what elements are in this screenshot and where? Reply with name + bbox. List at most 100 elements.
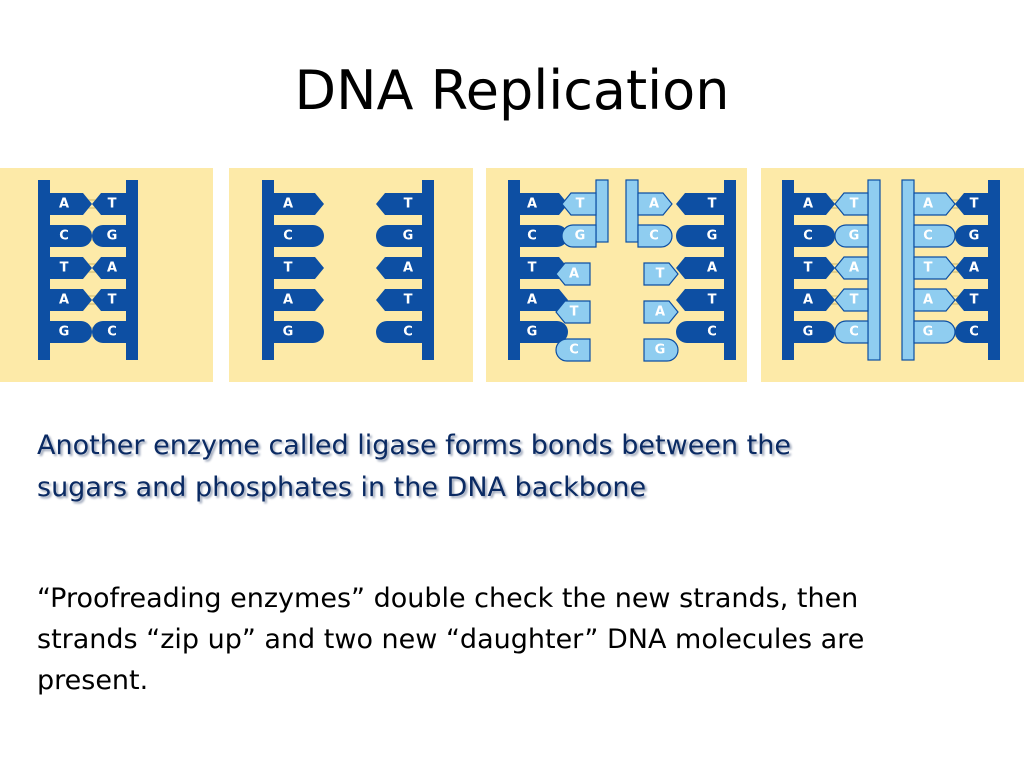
- panel-2-left-base: [274, 289, 324, 311]
- panel-3-right-base-letter: T: [708, 197, 717, 212]
- panel-3-left-base: [520, 289, 568, 311]
- panel-3-right-base: [676, 225, 724, 247]
- panel-4-molecule-1-right-base-letter: G: [849, 229, 860, 244]
- panel-1-left-base: [50, 225, 92, 247]
- panel-1-right-base: [92, 321, 126, 343]
- panel-4-molecule-2-left-base-letter: C: [923, 229, 933, 244]
- panel-3-right-base-letter: G: [707, 229, 718, 244]
- panel-3-left-base: [520, 193, 568, 215]
- panel-3-right-base-letter: A: [707, 261, 717, 276]
- panel-3-new-right-nucleotide-letter: T: [656, 267, 665, 282]
- panel-4-molecule-2-right-base: [955, 225, 988, 247]
- slide-title: DNA Replication: [294, 59, 730, 122]
- panel-3-new-left-nucleotide: [555, 262, 591, 286]
- panel-4-molecule-2-left-base-letter: G: [923, 325, 934, 340]
- panel-4-molecule-1-left-base-letter: G: [803, 325, 814, 340]
- panel-3-left-base-letter: C: [527, 229, 537, 244]
- panel-3-left-backbone: [508, 180, 520, 360]
- panel-1-right-base: [92, 193, 126, 215]
- panel-4-molecule-2-right-base: [955, 257, 988, 279]
- panel-3-left-base: [520, 225, 568, 247]
- panel-4-molecule-2-left-base: [913, 192, 956, 216]
- panel-4-molecule-1-left-base-letter: C: [803, 229, 813, 244]
- panel-2-right-base: [376, 193, 422, 215]
- panel-3-left-base-letter: A: [527, 197, 537, 212]
- panel-4-molecule-1-right-backbone: [867, 179, 881, 361]
- panel-3-new-right-nucleotide: [637, 192, 673, 216]
- panel-4-molecule-1-left-base: [794, 225, 835, 247]
- panel-3-new-left-nucleotide-letter: T: [570, 305, 579, 320]
- panel-1-right-base-letter: A: [107, 261, 117, 276]
- panel-4-molecule-2-right-base-letter: C: [969, 325, 979, 340]
- panel-3-new-right-nucleotide-letter: G: [655, 343, 666, 358]
- panel-4-molecule-1-left-base: [794, 289, 835, 311]
- panel-1-right-base: [92, 289, 126, 311]
- dna-replication-figure: A T C G T A A T G C A T C G T A A T G C A T T A C G G C T A A T A T T A G C C G…: [0, 168, 1024, 382]
- panel-3-new-right-nucleotide-letter: A: [649, 197, 659, 212]
- panel-4-molecule-2-left-base-letter: T: [924, 261, 933, 276]
- panel-4-molecule-1-left-base-letter: T: [804, 261, 813, 276]
- panel-1-right-base-letter: T: [108, 197, 117, 212]
- panel-4-molecule-2-right-base: [955, 193, 988, 215]
- panel-1-left-base: [50, 289, 92, 311]
- panel-4-molecule-1-left-backbone: [782, 180, 794, 360]
- panel-2-right-base-letter: T: [404, 293, 413, 308]
- panel-4-molecule-1-left-base-letter: A: [803, 197, 813, 212]
- panel-3-new-left-nucleotide-letter: C: [569, 343, 579, 358]
- panel-1-left-base-letter: T: [60, 261, 69, 276]
- panel-3-new-left-backbone: [595, 179, 609, 243]
- panel-2-right-backbone: [422, 180, 434, 360]
- panel-4-molecule-2-left-base: [913, 288, 956, 312]
- panel-4-molecule-2-left-base-letter: A: [923, 293, 933, 308]
- panel-3-right-backbone: [724, 180, 736, 360]
- panel-2-right-base: [376, 257, 422, 279]
- panel-3-right-base: [676, 321, 724, 343]
- panel-1-right-base-letter: T: [108, 293, 117, 308]
- panel-1-right-base: [92, 257, 126, 279]
- panel-1-right-base-letter: C: [107, 325, 117, 340]
- panel-4-molecule-2-right-base-letter: A: [969, 261, 979, 276]
- panel-3-new-left-nucleotide: [555, 338, 591, 362]
- panel-3-right-base: [676, 289, 724, 311]
- panel-2-left-base-letter: C: [283, 229, 293, 244]
- panel-3-right-base: [676, 193, 724, 215]
- panel-3-new-left-nucleotide-letter: G: [575, 229, 586, 244]
- panel-4-molecule-2-right-backbone: [988, 180, 1000, 360]
- panel-4-molecule-1-right-base-letter: T: [850, 197, 859, 212]
- panel-3-right-base-letter: C: [707, 325, 717, 340]
- panel-4-molecule-2-right-base-letter: T: [970, 197, 979, 212]
- panel-4-molecule-1-right-base: [834, 192, 869, 216]
- panel-3-left-base: [520, 321, 568, 343]
- panel-2-left-base-letter: A: [283, 293, 293, 308]
- panel-3-new-left-nucleotide: [561, 192, 597, 216]
- panel-4-molecule-1-left-base: [794, 193, 835, 215]
- panel-2-left-backbone: [262, 180, 274, 360]
- panel-4-molecule-1-left-base: [794, 321, 835, 343]
- panel-4-molecule-1-right-base: [834, 224, 869, 248]
- panel-3-new-right-nucleotide: [643, 300, 679, 324]
- panel-3-new-left-nucleotide-letter: T: [576, 197, 585, 212]
- panel-3-new-right-backbone: [625, 179, 639, 243]
- panel-2-right-base: [376, 289, 422, 311]
- panel-1-left-base-letter: A: [59, 293, 69, 308]
- panel-3-new-right-nucleotide: [643, 262, 679, 286]
- panel-3-new-right-nucleotide: [637, 224, 673, 248]
- panel-1-left-backbone: [38, 180, 50, 360]
- panel-4-molecule-2-left-base: [913, 224, 956, 248]
- panel-4-molecule-1-left-base: [794, 257, 835, 279]
- panel-3-right-base: [676, 257, 724, 279]
- panel-3-left-base-letter: G: [527, 325, 538, 340]
- panel-2-left-base: [274, 193, 324, 215]
- panel-3-new-right-nucleotide-letter: C: [649, 229, 659, 244]
- panel-4-molecule-1-left-base-letter: A: [803, 293, 813, 308]
- panel-4-molecule-2-right-base-letter: G: [969, 229, 980, 244]
- panel-3-left-base-letter: T: [528, 261, 537, 276]
- panel-3-new-left-nucleotide: [561, 224, 597, 248]
- panel-2-right-base-letter: C: [403, 325, 413, 340]
- panel-4-molecule-1-right-base-letter: A: [849, 261, 859, 276]
- panel-1-right-base: [92, 225, 126, 247]
- panel-4-molecule-1-right-base-letter: C: [849, 325, 859, 340]
- panel-3-left-base-letter: A: [527, 293, 537, 308]
- dna-replication-diagram: A T C G T A A T G C A T C G T A A T G C A T T A C G G C T A A T A T T A G C C G…: [0, 168, 1024, 382]
- panel-4-molecule-2-left-base-letter: A: [923, 197, 933, 212]
